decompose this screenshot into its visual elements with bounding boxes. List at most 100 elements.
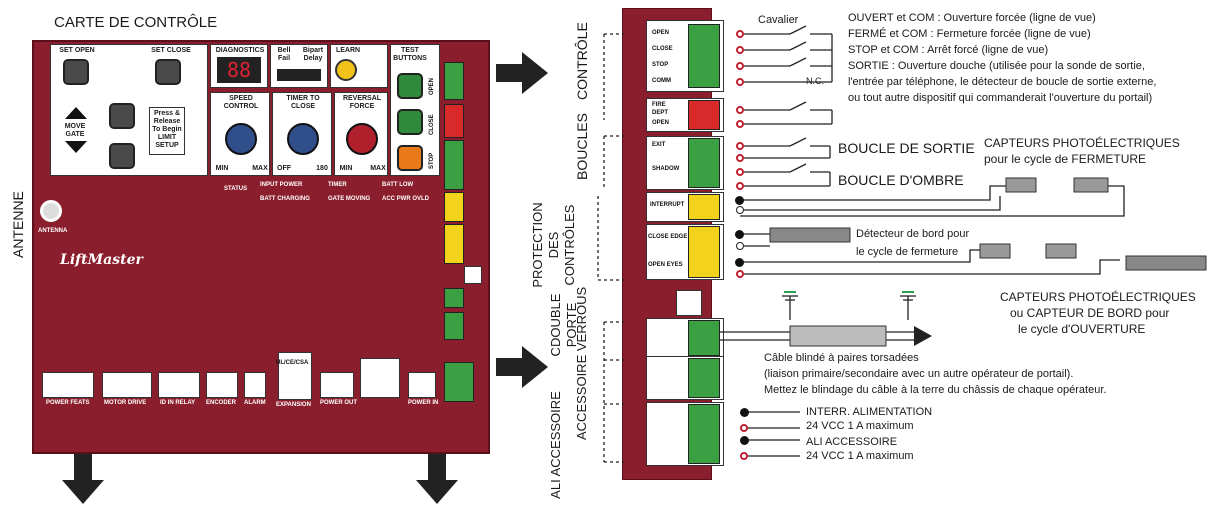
wire-dot <box>736 46 744 54</box>
board-terminal-4 <box>444 192 464 222</box>
test-stop-button[interactable] <box>397 145 423 171</box>
notes-line-1: OUVERT et COM : Ouverture forcée (ligne … <box>848 12 1096 24</box>
term-com-label: COMM <box>652 78 671 84</box>
wire-dot <box>735 258 744 267</box>
wire-dot <box>736 154 744 162</box>
antenna-connector-icon <box>40 200 62 222</box>
notes-line-4: SORTIE : Ouverture douche (utilisée pour… <box>848 60 1145 72</box>
limit-button-b[interactable] <box>109 143 135 169</box>
connector-encoder-label: ENCODER <box>206 400 237 406</box>
connector-alarm <box>244 372 266 398</box>
wire-dot <box>736 242 744 250</box>
arrow-right-top-icon <box>496 52 548 94</box>
photo-close-line-2: pour le cycle de FERMETURE <box>984 152 1147 166</box>
set-open-label: SET OPEN <box>59 47 95 54</box>
interr-line-2: 24 VCC 1 A maximum <box>806 420 914 432</box>
limit-button-a[interactable] <box>109 103 135 129</box>
test-open-button[interactable] <box>397 73 423 99</box>
wire-dot <box>736 78 744 86</box>
ali-line-1: ALI ACCESSOIRE <box>806 436 898 448</box>
timer-panel: TIMER TO CLOSE OFF 180 <box>272 92 332 176</box>
diagnostics-panel: DIAGNOSTICS 88 <box>210 44 268 88</box>
board-terminal-2 <box>444 104 464 138</box>
delay-label: Delay <box>303 55 323 62</box>
set-open-button[interactable] <box>63 59 89 85</box>
photo-sensor-close-a <box>1005 177 1037 193</box>
terminal-interrupt <box>688 194 720 220</box>
board-terminal-8 <box>444 362 474 402</box>
timer-knob[interactable] <box>287 123 319 155</box>
board-terminal-7 <box>444 312 464 340</box>
test-buttons-panel: TEST BUTTONS OPEN CLOSE STOP <box>390 44 440 176</box>
term-interrupt-label: INTERRUPT <box>650 202 685 208</box>
connector-alarm-label: ALARM <box>244 400 266 406</box>
terminal-fire <box>688 100 720 130</box>
wire-dot <box>735 196 744 205</box>
set-close-label: SET CLOSE <box>151 47 191 54</box>
brand-logo: LiftMaster <box>60 252 143 268</box>
connector-power-feats-label: POWER FEATS <box>46 400 90 406</box>
terminal-boucles <box>688 138 720 188</box>
learn-label: LEARN <box>335 47 361 54</box>
board-terminal-3 <box>444 140 464 190</box>
learn-button[interactable] <box>335 59 357 81</box>
cable-arrow-icon <box>914 326 932 346</box>
dip-switch[interactable] <box>277 69 321 81</box>
antenna-board-label: ANTENNA <box>38 228 68 234</box>
led-batt-low: BATT LOW <box>382 182 414 188</box>
edge-close-line-2: le cycle de fermeture <box>856 246 959 258</box>
learn-panel: LEARN <box>330 44 388 88</box>
reversal-force-label: REVERSAL FORCE <box>342 95 382 110</box>
test-buttons-label: TEST BUTTONS <box>393 47 427 62</box>
reversal-knob[interactable] <box>346 123 378 155</box>
photo-open-line-3: le cycle d'OUVERTURE <box>1018 322 1146 336</box>
connector-power-in <box>408 372 436 398</box>
terminal-edges <box>688 226 720 278</box>
term-shadow-label: SHADOW <box>652 166 680 172</box>
board-terminal-5 <box>444 224 464 264</box>
led-acc-pwr-ovld: ACC PWR OVLD <box>382 196 429 202</box>
photo-sensor-open-b <box>1045 243 1077 259</box>
wire-dot <box>736 270 744 278</box>
led-input-power: INPUT POWER <box>260 182 303 188</box>
wire-dot <box>740 436 749 445</box>
arrow-down-right-icon <box>416 454 458 504</box>
connector-encoder <box>206 372 238 398</box>
speed-knob[interactable] <box>225 123 257 155</box>
wire-dot <box>740 424 748 432</box>
wire-dot <box>736 30 744 38</box>
arrow-right-bottom-icon <box>496 346 548 388</box>
photo-open-line-1: CAPTEURS PHOTOÉLECTRIQUES <box>1000 290 1196 304</box>
boucle-ombre-label: BOUCLE D'OMBRE <box>838 172 964 188</box>
connector-power-out <box>320 372 354 398</box>
term-fire-label: FIRE <box>652 102 666 108</box>
board-square-icon <box>464 266 482 284</box>
term-open-label: OPEN <box>652 30 670 36</box>
cable-line-3: Mettez le blindage du câble à la terre d… <box>764 384 1107 396</box>
edge-sensor-close <box>769 227 851 243</box>
led-gate-moving: GATE MOVING <box>328 196 371 202</box>
speed-max-label: MAX <box>252 165 268 172</box>
photo-sensor-close-b <box>1073 177 1109 193</box>
test-close-button[interactable] <box>397 109 423 135</box>
photo-sensor-open-a <box>979 243 1011 259</box>
set-close-button[interactable] <box>155 59 181 85</box>
power-switch[interactable] <box>360 358 400 398</box>
terminal-ali <box>688 404 720 464</box>
wire-dot <box>736 168 744 176</box>
connector-expansion <box>278 352 312 400</box>
wire-dot <box>740 408 749 417</box>
connector-power-in-label: POWER IN <box>408 400 439 406</box>
photo-close-line-1: CAPTEURS PHOTOÉLECTRIQUES <box>984 136 1180 150</box>
move-gate-label: MOVE GATE <box>64 123 86 138</box>
connector-motor-drive <box>102 372 152 398</box>
term-stop-label: STOP <box>652 62 669 68</box>
dip-panel: Bell Fail Bipart Delay <box>270 44 328 88</box>
timer-sec-label: 180 <box>316 165 328 172</box>
term-exit-label: EXIT <box>652 142 666 148</box>
wire-dot <box>736 182 744 190</box>
boucle-sortie-label: BOUCLE DE SORTIE <box>838 140 975 156</box>
terminal-controle <box>688 24 720 88</box>
